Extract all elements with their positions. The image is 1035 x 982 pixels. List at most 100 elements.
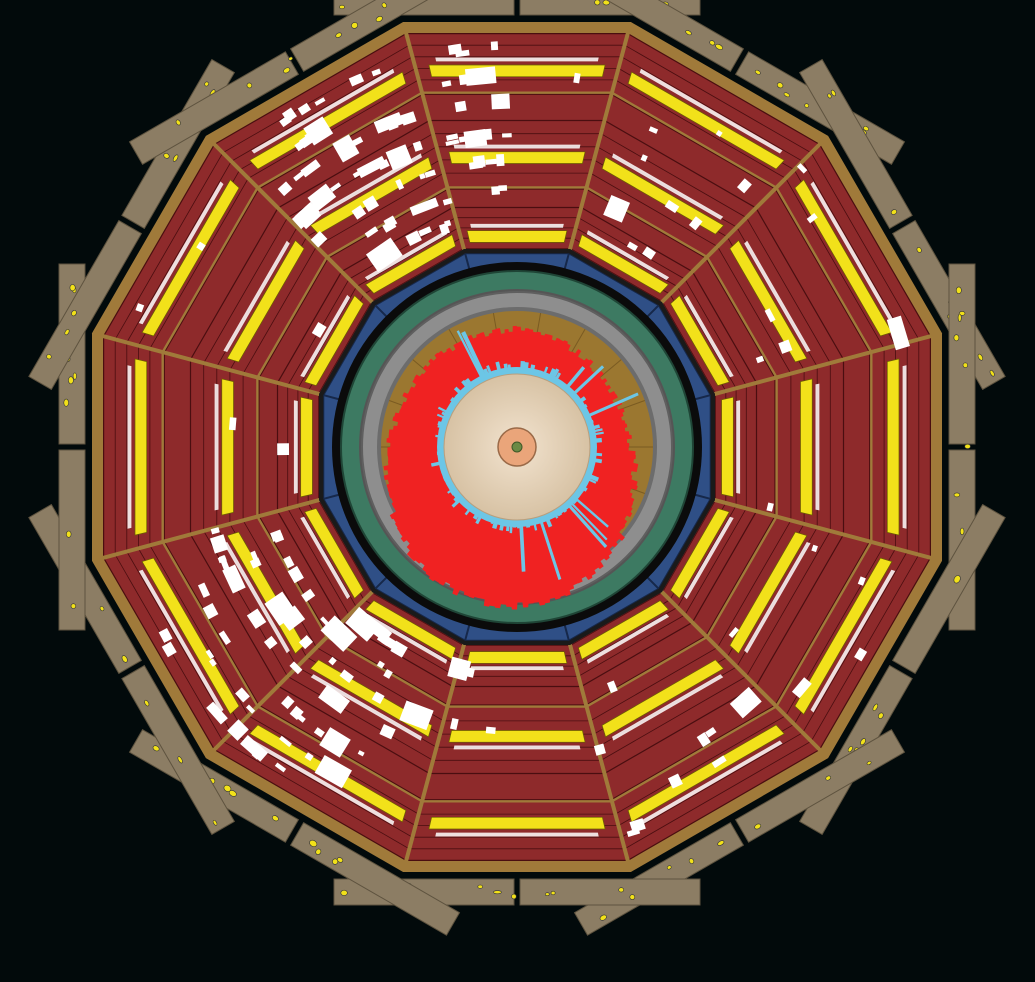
muon-hit-block	[460, 666, 475, 678]
muon-hit-block	[246, 608, 267, 629]
return-yoke-plates	[28, 0, 1006, 936]
yoke-hit	[866, 761, 872, 766]
sector-boundary	[699, 494, 935, 561]
sector-boundary	[649, 579, 824, 754]
muon-hit-block	[629, 818, 646, 833]
muon-hit-block	[283, 555, 295, 569]
muon-hit-strip-edge	[300, 294, 351, 378]
muon-hit-strip	[448, 730, 586, 743]
muon-hit-block	[370, 255, 380, 265]
solenoid-joint	[374, 574, 390, 590]
muon-hit-block	[606, 680, 618, 694]
yoke-hit	[315, 848, 322, 855]
yoke-hit	[629, 894, 636, 900]
yoke-hit	[953, 492, 961, 498]
muon-hit-strip	[794, 179, 893, 337]
muon-hit-strip-edge	[127, 365, 132, 529]
muon-hit-block	[245, 704, 256, 714]
solenoid-joint	[692, 493, 711, 500]
yoke-hit	[63, 398, 69, 407]
muon-hit-block	[696, 732, 711, 748]
solenoid-joint	[644, 574, 660, 590]
yoke-hit	[70, 603, 77, 609]
muon-hit-strip	[601, 156, 725, 235]
muon-hit-block	[307, 183, 337, 212]
muon-hit-block	[356, 155, 387, 179]
yoke-hit	[776, 82, 784, 89]
yoke-hit	[688, 858, 695, 864]
muon-hit-strip	[721, 396, 734, 498]
muon-hit-block	[496, 153, 505, 167]
yoke-slab	[734, 728, 906, 843]
muon-hit-strip	[729, 531, 808, 655]
muon-hit-strip	[577, 234, 669, 294]
yoke-hit	[847, 746, 853, 753]
muon-hit-block	[395, 178, 405, 191]
muon-hit-strip	[221, 378, 234, 516]
muon-hit-block	[348, 73, 365, 87]
muon-hit-block	[313, 727, 325, 738]
muon-hit-strip-edge	[251, 68, 395, 154]
muon-hit-block	[279, 605, 306, 632]
yoke-hit	[860, 738, 866, 746]
muon-hit-strip-edge	[214, 383, 219, 511]
muon-hit-block	[443, 219, 452, 228]
yoke-hit	[336, 857, 344, 863]
muon-hit-block	[235, 687, 250, 703]
muon-hit-block	[311, 322, 327, 338]
muon-hit-block	[603, 195, 631, 223]
muon-hit-block	[249, 557, 262, 569]
muon-hit-block	[281, 107, 298, 123]
yoke-hit	[335, 32, 342, 38]
inner-tracker	[437, 367, 597, 527]
muon-hit-block	[373, 112, 404, 134]
muon-hit-block	[778, 339, 793, 354]
muon-hit-block	[385, 144, 413, 171]
muon-hit-block	[158, 627, 173, 643]
yoke-hit	[228, 790, 237, 797]
muon-hit-strip-edge	[223, 542, 290, 654]
muon-hit-block	[357, 750, 365, 757]
muon-hit-strip	[134, 358, 148, 536]
muon-hit-block	[409, 197, 439, 216]
solenoid-joint	[464, 622, 471, 641]
muon-hit-block	[228, 417, 237, 431]
muon-hit-block	[298, 635, 313, 650]
muon-hit-strip	[365, 600, 457, 660]
muon-hit-block	[303, 116, 334, 146]
muon-hit-block	[294, 141, 305, 152]
muon-hit-block	[728, 626, 740, 639]
solenoid-joint	[644, 304, 660, 320]
muon-hit-block	[304, 752, 314, 762]
yoke-hit	[144, 699, 150, 707]
sector-boundary	[649, 140, 824, 315]
yoke-hit	[709, 40, 716, 46]
muon-hit-strip-edge	[736, 400, 741, 494]
yoke-hit	[477, 884, 483, 889]
muon-hit-block	[667, 773, 683, 789]
sector-boundary	[564, 29, 631, 265]
muon-hit-strip	[226, 239, 305, 363]
yoke-hit	[959, 527, 965, 536]
muon-hit-strip-edge	[683, 516, 734, 600]
muon-hit-block	[491, 93, 511, 110]
muon-hit-strip	[670, 507, 730, 599]
muon-hit-strip	[428, 816, 606, 830]
yoke-hit	[69, 284, 76, 292]
muon-hit-block	[297, 102, 312, 116]
solenoid-joint	[692, 394, 711, 401]
muon-hit-block	[442, 197, 453, 206]
muon-hit-block	[240, 735, 269, 762]
muon-hit-block	[485, 726, 496, 735]
yoke-slab	[28, 219, 143, 391]
yoke-hit	[64, 329, 70, 336]
muon-hit-strip-edge	[470, 666, 564, 671]
muon-hit-strip-edge	[300, 516, 351, 600]
muon-hit-block	[573, 72, 581, 84]
muon-hit-strip-edge	[138, 181, 224, 325]
yoke-hit	[544, 892, 550, 897]
muon-hit-block	[277, 603, 287, 615]
yoke-plate	[128, 0, 461, 166]
yoke-slab	[891, 503, 1006, 675]
